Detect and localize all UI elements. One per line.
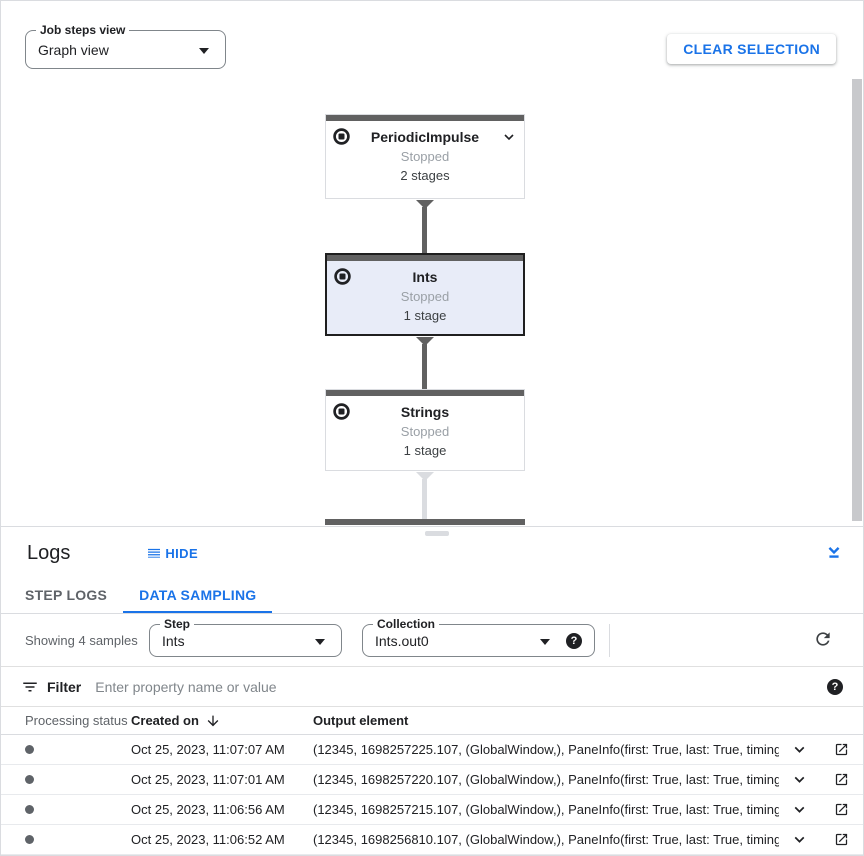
expand-row-icon[interactable] xyxy=(779,801,819,818)
collection-help-icon[interactable]: ? xyxy=(566,633,582,649)
node-stage-bar xyxy=(327,255,523,261)
graph-scrollbar-thumb[interactable] xyxy=(852,79,862,521)
output-element-cell: (12345, 1698257220.107, (GlobalWindow,),… xyxy=(313,772,779,787)
tab-step-logs[interactable]: STEP LOGS xyxy=(9,579,123,613)
created-on-cell: Oct 25, 2023, 11:06:52 AM xyxy=(131,832,285,847)
step-select[interactable]: Step Ints xyxy=(149,617,342,657)
processing-status-dot xyxy=(25,775,34,784)
reorder-icon xyxy=(148,548,161,558)
caret-down-icon xyxy=(315,639,325,645)
caret-down-icon xyxy=(199,48,209,54)
graph-node-ints[interactable]: Ints Stopped 1 stage xyxy=(325,253,525,336)
processing-status-dot xyxy=(25,835,34,844)
sample-row: Oct 25, 2023, 11:07:01 AM (12345, 169825… xyxy=(1,765,863,795)
edge-line xyxy=(422,344,427,389)
collection-select-label: Collection xyxy=(373,617,440,631)
collection-select-value: Ints.out0 xyxy=(375,632,429,649)
refresh-icon[interactable] xyxy=(813,629,833,652)
filter-bar: Filter ? xyxy=(1,667,863,707)
output-element-cell: (12345, 1698256810.107, (GlobalWindow,),… xyxy=(313,832,779,847)
logs-header: Logs HIDE xyxy=(1,527,863,579)
tab-data-sampling[interactable]: DATA SAMPLING xyxy=(123,579,273,613)
node-title: Ints xyxy=(412,268,438,285)
graph-node-periodicimpulse[interactable]: PeriodicImpulse Stopped 2 stages xyxy=(325,114,525,199)
expand-row-icon[interactable] xyxy=(779,831,819,848)
open-in-new-icon[interactable] xyxy=(819,742,863,757)
open-in-new-icon[interactable] xyxy=(819,772,863,787)
processing-status-dot xyxy=(25,805,34,814)
filter-input[interactable] xyxy=(95,678,827,695)
collapse-panel-icon[interactable] xyxy=(823,541,845,566)
filter-label: Filter xyxy=(47,678,82,695)
collection-select[interactable]: Collection Ints.out0 ? xyxy=(362,617,595,657)
stop-circle-icon xyxy=(326,402,356,421)
step-select-label: Step xyxy=(160,617,195,631)
node-title: PeriodicImpulse xyxy=(370,128,480,145)
samples-table-header: Processing status Created on Output elem… xyxy=(1,707,863,735)
node-status: Stopped xyxy=(400,424,450,439)
open-in-new-icon[interactable] xyxy=(819,832,863,847)
filter-icon xyxy=(23,682,37,691)
processing-status-dot xyxy=(25,745,34,754)
clear-selection-button[interactable]: CLEAR SELECTION xyxy=(667,34,836,64)
node-stages: 1 stage xyxy=(403,443,447,458)
divider xyxy=(609,624,610,657)
node-stages: 2 stages xyxy=(400,168,450,183)
sample-row: Oct 25, 2023, 11:06:52 AM (12345, 169825… xyxy=(1,825,863,855)
edge-arrow-icon xyxy=(416,200,434,209)
job-steps-view-value: Graph view xyxy=(38,41,109,58)
output-element-cell: (12345, 1698257225.107, (GlobalWindow,),… xyxy=(313,742,779,757)
node-stage-bar xyxy=(326,115,524,121)
logs-tabs: STEP LOGS DATA SAMPLING xyxy=(1,579,863,614)
column-output-element: Output element xyxy=(313,713,409,728)
sample-row: Oct 25, 2023, 11:06:56 AM (12345, 169825… xyxy=(1,795,863,825)
caret-down-icon xyxy=(540,639,550,645)
chevron-down-icon[interactable] xyxy=(494,129,524,145)
panel-drag-handle[interactable] xyxy=(425,531,449,536)
graph-node-partial xyxy=(325,519,525,525)
job-steps-view-select[interactable]: Job steps view Graph view xyxy=(25,23,226,69)
node-status: Stopped xyxy=(400,149,450,164)
column-processing-status: Processing status xyxy=(25,713,128,728)
node-title: Strings xyxy=(400,403,450,420)
node-status: Stopped xyxy=(400,289,450,304)
node-stages: 1 stage xyxy=(403,308,447,323)
open-in-new-icon[interactable] xyxy=(819,802,863,817)
hide-logs-label: HIDE xyxy=(165,545,199,561)
step-select-value: Ints xyxy=(162,632,185,649)
edge-arrow-icon xyxy=(416,337,434,346)
expand-row-icon[interactable] xyxy=(779,741,819,758)
edge-arrow-icon xyxy=(416,472,434,481)
column-created-on[interactable]: Created on xyxy=(131,713,313,729)
created-on-cell: Oct 25, 2023, 11:07:07 AM xyxy=(131,742,285,757)
created-on-cell: Oct 25, 2023, 11:07:01 AM xyxy=(131,772,285,787)
job-graph-area: Job steps view Graph view CLEAR SELECTIO… xyxy=(1,1,863,526)
expand-row-icon[interactable] xyxy=(779,771,819,788)
graph-node-strings[interactable]: Strings Stopped 1 stage xyxy=(325,389,525,471)
hide-logs-button[interactable]: HIDE xyxy=(146,545,198,561)
edge-line xyxy=(422,479,427,519)
logs-panel: Logs HIDE STEP LOGS DATA SAMPLING Showin… xyxy=(1,526,863,855)
stop-circle-icon xyxy=(326,127,356,146)
output-element-cell: (12345, 1698257215.107, (GlobalWindow,),… xyxy=(313,802,779,817)
sampling-controls: Showing 4 samples Step Ints Collection I… xyxy=(1,614,863,667)
sample-count-text: Showing 4 samples xyxy=(25,633,138,648)
edge-line xyxy=(422,207,427,253)
created-on-cell: Oct 25, 2023, 11:06:56 AM xyxy=(131,802,285,817)
logs-title: Logs xyxy=(27,541,71,564)
job-steps-view-label: Job steps view xyxy=(36,23,130,37)
sort-descending-icon xyxy=(207,715,219,726)
filter-help-icon[interactable]: ? xyxy=(827,678,843,695)
stop-circle-icon xyxy=(327,267,357,286)
node-stage-bar xyxy=(326,390,524,396)
sample-row: Oct 25, 2023, 11:07:07 AM (12345, 169825… xyxy=(1,735,863,765)
